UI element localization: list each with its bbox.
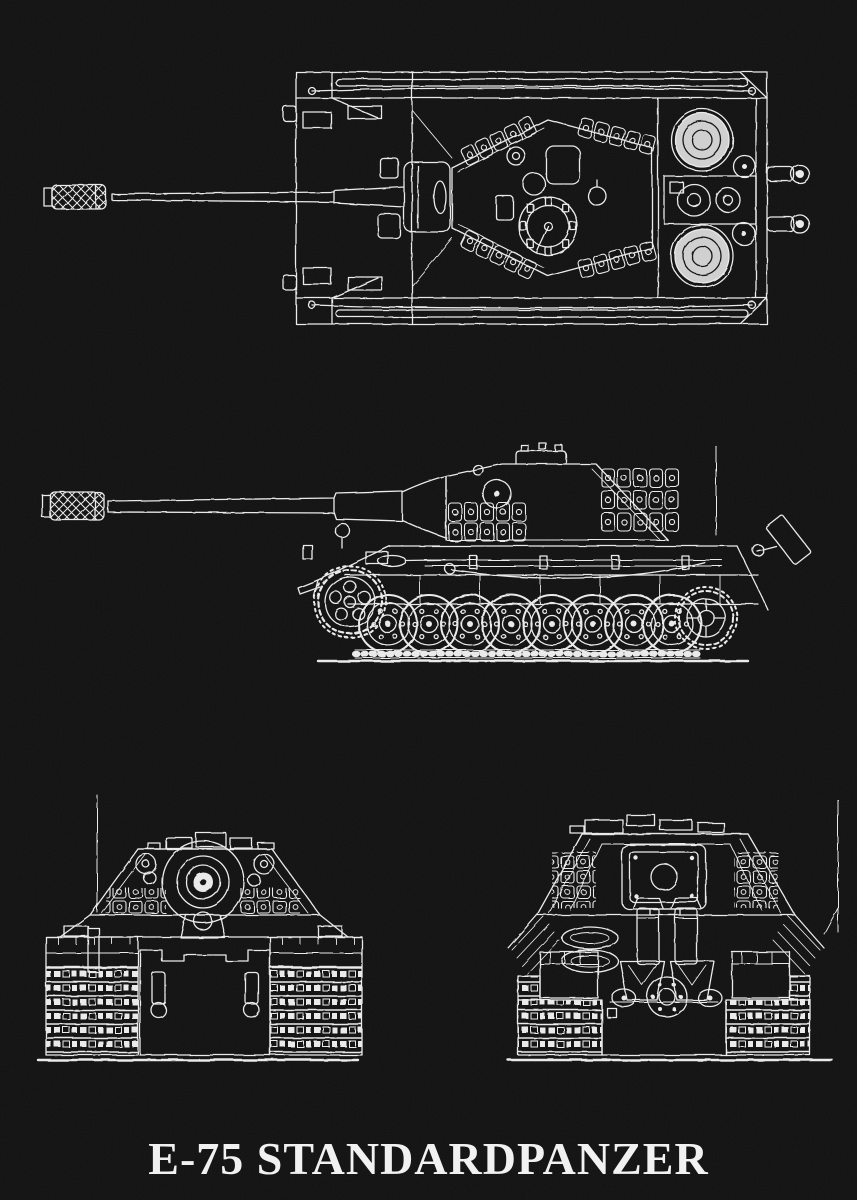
poster-title: E-75 STANDARDPANZER	[148, 1133, 709, 1184]
